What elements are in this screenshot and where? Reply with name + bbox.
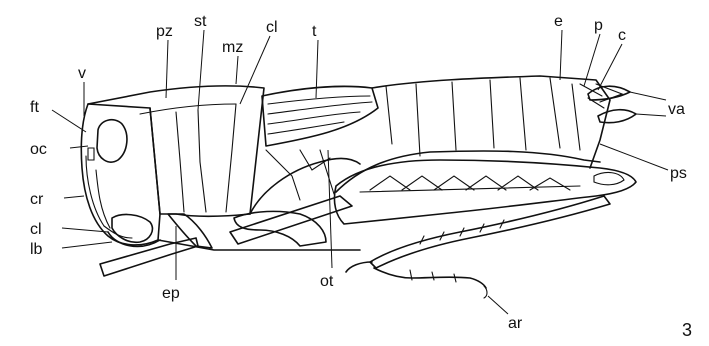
label-c: c xyxy=(618,27,626,44)
label-cl-top: cl xyxy=(266,19,278,36)
gena-groove xyxy=(86,156,104,226)
pronotum-sulcus-4 xyxy=(226,104,236,212)
tarsus xyxy=(346,262,486,288)
label-pz: pz xyxy=(156,23,173,40)
label-ft: ft xyxy=(30,99,39,116)
pronotum-sulcus-2 xyxy=(176,112,184,212)
label-mz: mz xyxy=(222,39,243,56)
leader-cl-top xyxy=(240,36,270,104)
label-ar: ar xyxy=(508,315,523,332)
grasshopper-drawing xyxy=(81,76,636,298)
thorax-sutures xyxy=(266,150,334,200)
compound-eye xyxy=(97,120,127,162)
label-oc: oc xyxy=(30,141,47,158)
tarsus-segments xyxy=(410,270,456,282)
leader-t xyxy=(316,40,318,98)
mid-tibia xyxy=(230,196,352,244)
leader-va-2 xyxy=(636,114,666,116)
leader-va-1 xyxy=(630,92,666,100)
label-lb: lb xyxy=(30,241,43,258)
label-va: va xyxy=(668,101,685,118)
label-ps: ps xyxy=(670,165,687,182)
label-st: st xyxy=(194,13,207,30)
label-cr: cr xyxy=(30,191,44,208)
label-p: p xyxy=(594,17,603,34)
label-ep: ep xyxy=(162,285,180,302)
label-e: e xyxy=(554,13,563,30)
head-outline xyxy=(81,104,160,245)
label-ot: ot xyxy=(320,273,334,290)
wing-veins xyxy=(268,96,372,134)
leader-ar xyxy=(488,296,508,314)
label-cl-left: cl xyxy=(30,221,42,238)
pronotum-sulcus-1 xyxy=(140,104,236,114)
thorax-pleura xyxy=(250,158,360,214)
diagram-labels: v ft oc cr cl lb pz st mz cl t ep ot e p… xyxy=(30,13,692,340)
clypeus-beads xyxy=(96,170,132,238)
leader-ft xyxy=(52,110,86,132)
leader-e xyxy=(560,30,562,80)
femur-knee xyxy=(594,173,624,185)
figure-number: 3 xyxy=(682,320,692,340)
hind-tibia xyxy=(370,196,610,268)
leader-c xyxy=(598,44,622,90)
pronotum-sulcus-3 xyxy=(198,110,206,212)
leader-p xyxy=(584,34,600,86)
leader-st xyxy=(198,30,204,110)
label-v: v xyxy=(78,65,86,82)
leader-mz xyxy=(236,56,238,84)
abdomen-segment-lines xyxy=(386,78,580,156)
ocellus xyxy=(88,148,94,160)
leader-ps xyxy=(600,144,668,170)
leader-lb xyxy=(62,242,112,248)
leader-oc xyxy=(70,146,88,148)
leader-cr xyxy=(64,196,84,198)
femur-chevrons xyxy=(370,176,570,190)
label-t: t xyxy=(312,23,317,40)
